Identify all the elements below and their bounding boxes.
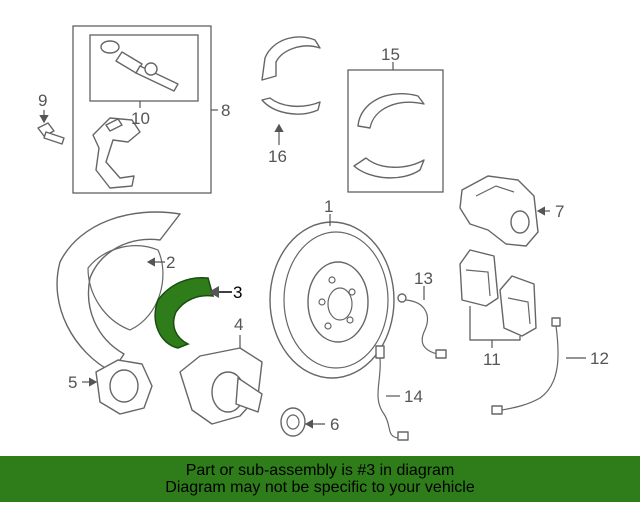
part-3-backing-plate-highlighted[interactable] xyxy=(154,276,215,349)
part-9-bolt[interactable] xyxy=(37,122,65,145)
callout-13: 13 xyxy=(414,269,433,288)
part-14-abs-sensor[interactable] xyxy=(375,345,409,441)
part-1-brake-rotor[interactable] xyxy=(269,221,395,379)
callout-1: 1 xyxy=(324,197,333,216)
part-8-caliper-carrier-group[interactable] xyxy=(72,25,212,194)
part-10-guide-pin-kit[interactable] xyxy=(100,40,179,92)
part-7-brake-caliper[interactable] xyxy=(459,175,539,247)
parts-diagram: 8 10 9 16 15 7 2 3 xyxy=(37,25,609,441)
callout-14: 14 xyxy=(404,387,423,406)
banner-line-2: Diagram may not be specific to your vehi… xyxy=(165,479,475,496)
callout-12: 12 xyxy=(590,349,609,368)
info-banner: Part or sub-assembly is #3 in diagram Di… xyxy=(0,456,640,502)
callout-5: 5 xyxy=(68,373,77,392)
callout-4: 4 xyxy=(234,315,243,334)
part-3-shape[interactable] xyxy=(154,276,215,349)
part-5-wheel-bearing[interactable] xyxy=(95,359,153,415)
callout-15: 15 xyxy=(381,45,400,64)
callout-11: 11 xyxy=(483,350,501,369)
part-11-brake-pads[interactable] xyxy=(459,249,537,337)
part-16-parking-brake-plate[interactable] xyxy=(261,36,321,115)
part-2-dust-shield[interactable] xyxy=(56,211,181,373)
callout-7: 7 xyxy=(555,202,564,221)
part-13-wear-sensor[interactable] xyxy=(397,293,447,359)
callout-2: 2 xyxy=(166,253,175,272)
callout-3: 3 xyxy=(233,283,242,302)
callout-10: 10 xyxy=(131,109,150,128)
part-4-wheel-hub[interactable] xyxy=(179,347,263,425)
part-15-brake-shoe-set[interactable] xyxy=(347,69,444,193)
callout-6: 6 xyxy=(330,415,339,434)
callout-9: 9 xyxy=(38,91,47,110)
part-12-wear-sensor[interactable] xyxy=(491,317,561,415)
banner-line-1: Part or sub-assembly is #3 in diagram xyxy=(185,462,455,479)
callout-16: 16 xyxy=(268,147,287,166)
callout-8: 8 xyxy=(221,101,230,120)
part-6-axle-nut[interactable] xyxy=(280,407,306,437)
